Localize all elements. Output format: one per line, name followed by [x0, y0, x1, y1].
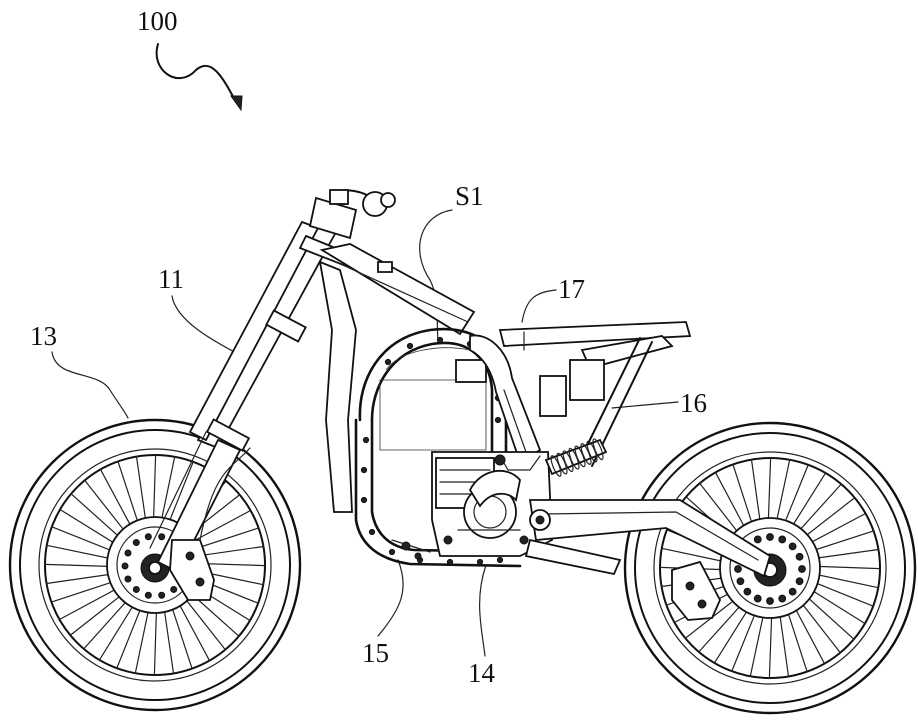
rear-disc-hole: [798, 565, 806, 573]
rear-disc-hole: [753, 594, 762, 603]
frame-bolt: [476, 558, 484, 566]
rear-disc-hole: [788, 587, 797, 596]
label-13: 13: [30, 321, 57, 351]
front-disc-hole: [170, 585, 178, 593]
rear-caliper: [671, 560, 721, 621]
frame-bolt: [360, 466, 368, 474]
rear-disc-hole: [743, 587, 752, 596]
front-disc-hole: [144, 533, 152, 541]
leader-15: [377, 559, 404, 637]
rear-disc-hole: [766, 533, 774, 541]
rear-disc-hole: [795, 577, 804, 586]
frame-bolt: [496, 556, 504, 564]
rear-disc-hole: [788, 542, 797, 551]
front-disc-hole: [158, 533, 166, 541]
rear-disc-hole: [795, 552, 804, 561]
leader-100: [155, 43, 237, 103]
front-disc-hole: [121, 562, 129, 570]
rear-wheel: [623, 421, 917, 715]
frame-bolt: [362, 436, 370, 444]
label-15: 15: [362, 638, 389, 668]
frame-bolt: [384, 358, 392, 366]
swingarm: [524, 499, 772, 578]
rear-disc-hole: [734, 565, 742, 573]
front-wheel: [8, 418, 302, 712]
rear-disc-hole: [736, 577, 745, 586]
leader-17: [521, 289, 557, 323]
frame-bolt: [360, 496, 368, 504]
rear-disc-hole: [778, 535, 787, 544]
front-fork: [149, 189, 396, 601]
label-14: 14: [468, 658, 496, 688]
front-disc-hole: [158, 591, 166, 599]
rear-disc-hole: [753, 535, 762, 544]
frame-bolt: [494, 416, 502, 424]
frame-bolt: [446, 558, 454, 566]
label-100: 100: [137, 6, 178, 36]
arrow-100: [230, 95, 243, 112]
label-16: 16: [680, 388, 707, 418]
engine: [431, 451, 553, 557]
front-disc-hole: [124, 575, 132, 583]
frame-bolt: [406, 342, 414, 350]
front-disc-hole: [132, 539, 140, 547]
front-disc-hole: [124, 549, 132, 557]
rear-disc-hole: [766, 597, 774, 605]
label-S1: S1: [455, 181, 484, 211]
leader-13: [51, 351, 129, 419]
label-17: 17: [558, 274, 585, 304]
frame-bolt: [368, 528, 376, 536]
leader-14: [479, 564, 487, 657]
frame-bolt: [436, 336, 444, 344]
shock-coil: [592, 438, 604, 461]
rear-shock: [544, 438, 608, 477]
label-11: 11: [158, 264, 184, 294]
lower-frame: [391, 539, 431, 560]
frame: [318, 243, 692, 568]
leader-16: [611, 401, 679, 409]
front-disc-hole: [132, 585, 140, 593]
frame-bolt: [388, 548, 396, 556]
rear-disc-hole: [778, 594, 787, 603]
front-disc-hole: [144, 591, 152, 599]
